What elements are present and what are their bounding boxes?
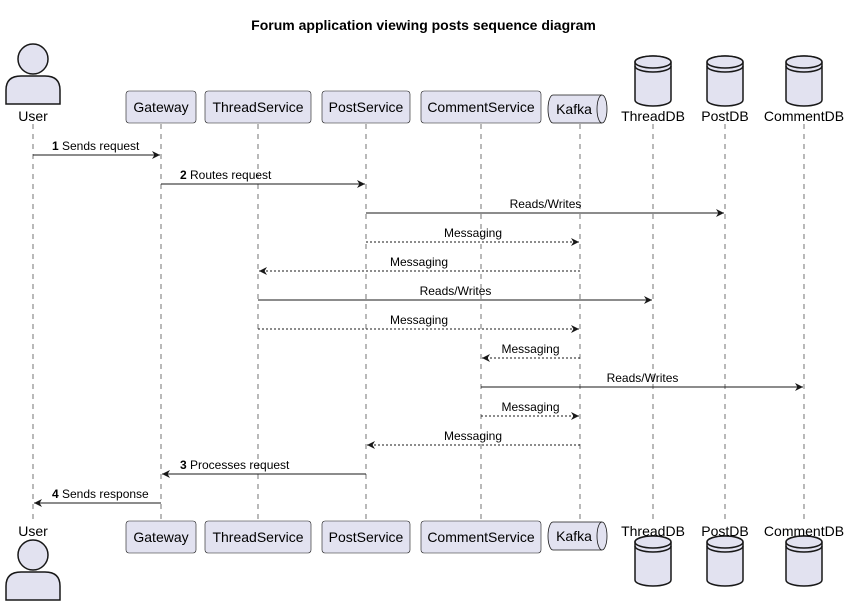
database-icon — [785, 55, 823, 107]
participant-gateway-bottom: Gateway — [125, 520, 197, 554]
participant-comment-service-bottom: CommentService — [420, 520, 542, 554]
participant-label: Gateway — [133, 529, 188, 545]
message-label: Reads/Writes — [510, 197, 582, 211]
message-9: Reads/Writes — [481, 371, 803, 391]
message-label: Messaging — [501, 342, 559, 356]
participant-label: ThreadDB — [621, 523, 685, 539]
message-number: 1 — [52, 139, 59, 153]
message-10: Messaging — [481, 400, 579, 420]
participant-thread-db-bottom: ThreadDB — [621, 523, 685, 587]
message-label: Sends response — [62, 487, 149, 501]
message-label: Processes request — [190, 458, 290, 472]
participant-box — [420, 90, 542, 124]
database-icon — [706, 535, 744, 587]
participant-user-top: User — [5, 43, 61, 124]
participant-label: Gateway — [133, 99, 188, 115]
message-number: 3 — [180, 458, 187, 472]
database-icon — [706, 55, 744, 107]
participant-label: User — [18, 108, 48, 124]
participant-user-bottom: User — [5, 523, 61, 601]
message-number: 2 — [180, 168, 187, 182]
message-3: Reads/Writes — [366, 197, 724, 217]
message-label: Messaging — [501, 400, 559, 414]
participant-label: PostDB — [701, 108, 748, 124]
participant-post-db-top: PostDB — [701, 55, 749, 124]
message-4: Messaging — [366, 226, 579, 246]
message-label: Sends request — [62, 139, 140, 153]
participant-post-service-top: PostService — [321, 90, 411, 124]
actor-icon — [5, 43, 61, 105]
participant-thread-service-bottom: ThreadService — [204, 520, 312, 554]
participant-comment-db-bottom: CommentDB — [764, 523, 844, 587]
participant-label: PostDB — [701, 523, 748, 539]
participant-kafka-bottom: Kafka — [547, 521, 608, 551]
participant-box — [204, 520, 312, 554]
participant-label: CommentService — [427, 529, 535, 545]
diagram-title: Forum application viewing posts sequence… — [251, 17, 596, 33]
participant-label: Kafka — [556, 528, 592, 544]
participant-label: ThreadService — [212, 529, 303, 545]
participant-label: PostService — [329, 529, 404, 545]
participant-label: ThreadService — [212, 99, 303, 115]
participant-box — [420, 520, 542, 554]
participant-post-service-bottom: PostService — [321, 520, 411, 554]
participant-label: CommentDB — [764, 108, 844, 124]
database-icon — [785, 535, 823, 587]
queue-icon — [547, 521, 608, 551]
message-11: Messaging — [367, 429, 580, 449]
participant-gateway-top: Gateway — [125, 90, 197, 124]
participant-kafka-top: Kafka — [547, 94, 608, 124]
participant-post-db-bottom: PostDB — [701, 523, 749, 587]
participant-label: PostService — [329, 99, 404, 115]
message-label: Messaging — [444, 429, 502, 443]
message-6: Reads/Writes — [258, 284, 652, 304]
participant-label: Kafka — [556, 101, 592, 117]
participant-box — [321, 520, 411, 554]
participant-thread-db-top: ThreadDB — [621, 55, 685, 124]
message-number: 4 — [52, 487, 59, 501]
participant-box — [204, 90, 312, 124]
message-label: Reads/Writes — [420, 284, 492, 298]
actor-icon — [5, 539, 61, 601]
message-8: Messaging — [482, 342, 580, 362]
lifelines — [32, 124, 805, 520]
participants-bottom: User Gateway ThreadService PostService Comme… — [5, 520, 844, 601]
participant-box — [125, 90, 197, 124]
message-label: Messaging — [390, 255, 448, 269]
message-7: Messaging — [258, 313, 579, 333]
participant-comment-service-top: CommentService — [420, 90, 542, 124]
participant-comment-db-top: CommentDB — [764, 55, 844, 124]
message-label: Routes request — [190, 168, 272, 182]
message-label: Messaging — [444, 226, 502, 240]
participant-label: CommentService — [427, 99, 535, 115]
participant-label: User — [18, 523, 48, 539]
participant-thread-service-top: ThreadService — [204, 90, 312, 124]
participant-box — [321, 90, 411, 124]
participant-label: ThreadDB — [621, 108, 685, 124]
database-icon — [634, 55, 672, 107]
message-5: Messaging — [259, 255, 580, 275]
message-label: Messaging — [390, 313, 448, 327]
message-label: Reads/Writes — [607, 371, 679, 385]
queue-icon — [547, 94, 608, 124]
participant-label: CommentDB — [764, 523, 844, 539]
participant-box — [125, 520, 197, 554]
database-icon — [634, 535, 672, 587]
